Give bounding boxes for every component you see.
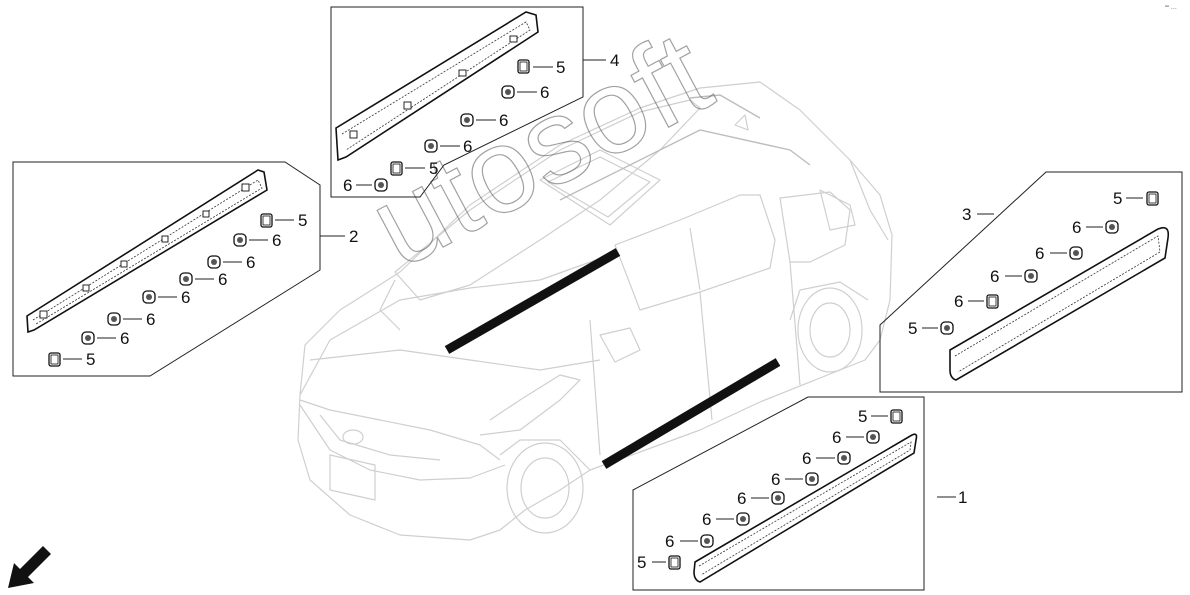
clip-6-b — [837, 451, 851, 465]
corner-mark: "" ··· — [1165, 6, 1177, 12]
molding-strip-2 — [26, 169, 268, 334]
clip-6-a — [866, 430, 880, 444]
plug-5-b — [48, 352, 61, 367]
callout-group-2: 2 5 6 6 6 6 6 6 — [12, 161, 358, 377]
callout-group-3: 3 5 6 6 6 6 5 — [879, 171, 1183, 393]
molding-strip-4 — [335, 11, 539, 162]
plug-5-a — [517, 59, 530, 74]
part-number-3: 3 — [962, 205, 971, 224]
callout-label: 6 — [463, 137, 472, 156]
callout-label: 5 — [429, 159, 438, 178]
callout-label: 6 — [272, 231, 281, 250]
clip-6-e — [736, 512, 750, 526]
clip-6-a — [233, 233, 247, 247]
callout-label: 5 — [1113, 189, 1122, 208]
callout-label: 6 — [702, 510, 711, 529]
callout-label: 6 — [665, 532, 674, 551]
callout-label: 5 — [637, 553, 646, 572]
clip-6-b — [460, 113, 474, 127]
clip-6-e — [107, 312, 121, 326]
vehicle-outline — [297, 81, 893, 541]
clip-6-c — [424, 139, 438, 153]
callout-label: 6 — [832, 428, 841, 447]
callout-label: 6 — [990, 267, 999, 286]
clip-6-a — [1105, 220, 1119, 234]
callout-label: 6 — [1035, 244, 1044, 263]
plug-5-a — [890, 409, 903, 424]
callout-group-1: 1 5 6 6 6 6 6 6 5 — [632, 396, 967, 591]
part-number-4: 4 — [610, 51, 619, 70]
callout-label: 6 — [954, 292, 963, 311]
part-number-1: 1 — [958, 488, 967, 507]
molding-strip-3 — [949, 226, 1170, 381]
callout-label: 6 — [181, 288, 190, 307]
clip-6-d — [374, 178, 388, 192]
callout-label: 6 — [540, 83, 549, 102]
callout-label: 6 — [737, 489, 746, 508]
clip-6-b — [207, 255, 221, 269]
callout-label: 5 — [908, 319, 917, 338]
callout-label: 6 — [499, 111, 508, 130]
plug-5-a — [1146, 191, 1159, 206]
clip-6-f — [81, 331, 95, 345]
callout-label: 5 — [86, 350, 95, 369]
callout-label: 6 — [120, 329, 129, 348]
watermark: utosoft — [349, 5, 731, 294]
callout-label: 6 — [218, 270, 227, 289]
arrow-down-left-icon — [8, 546, 51, 588]
callout-label: 6 — [246, 253, 255, 272]
clip-6-f — [700, 534, 714, 548]
callout-label: 6 — [146, 310, 155, 329]
door-molding-highlight — [601, 358, 781, 469]
callout-label: 6 — [771, 470, 780, 489]
roof-molding-highlight — [444, 248, 621, 354]
clip-6-c — [805, 472, 819, 486]
clip-6-d — [142, 290, 156, 304]
clip-6-a — [501, 85, 515, 99]
part-number-2: 2 — [349, 227, 358, 246]
callout-label: 6 — [343, 176, 352, 195]
callout-label: 5 — [556, 58, 565, 77]
clip-6-d — [940, 321, 954, 335]
callout-label: 5 — [298, 211, 307, 230]
watermark-text: utosoft — [349, 6, 730, 293]
clip-6-c — [179, 272, 193, 286]
molding-strip-1 — [693, 433, 918, 583]
callout-group-4: 4 5 6 6 6 5 6 — [330, 6, 619, 198]
clip-6-b — [1069, 246, 1083, 260]
plug-5-b — [668, 555, 681, 570]
clip-6-d — [771, 491, 785, 505]
callout-label: 6 — [802, 449, 811, 468]
plug-5-b — [986, 294, 999, 309]
callout-label: 5 — [858, 407, 867, 426]
clip-6-c — [1024, 269, 1038, 283]
callout-label: 6 — [1072, 218, 1081, 237]
plug-5-b — [390, 161, 403, 176]
plug-5-a — [260, 213, 273, 228]
